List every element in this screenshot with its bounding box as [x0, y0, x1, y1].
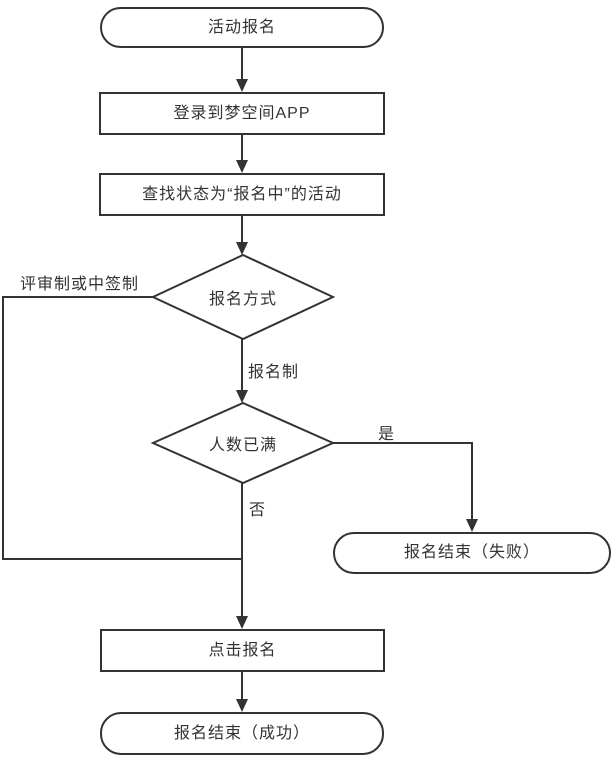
- node-full-label: 人数已满: [208, 437, 277, 454]
- node-find: 查找状态为“报名中”的活动: [99, 173, 385, 216]
- arrowhead-into-success: [236, 699, 248, 712]
- decision-full-shape: [150, 401, 336, 485]
- arrowhead-into-click: [236, 616, 248, 629]
- edge-label-no: 否: [249, 502, 267, 519]
- node-login: 登录到梦空间APP: [99, 92, 385, 135]
- edge-label-yes: 是: [378, 426, 396, 443]
- node-start: 活动报名: [100, 7, 384, 48]
- edge-method-click: [2, 296, 242, 560]
- arrowhead-into-method: [236, 242, 248, 255]
- edge-full-fail: [333, 442, 473, 521]
- node-success: 报名结束（成功）: [100, 712, 384, 755]
- node-method-label: 报名方式: [208, 291, 277, 308]
- arrowhead-into-find: [236, 160, 248, 173]
- node-fail: 报名结束（失败）: [333, 532, 611, 574]
- arrowhead-into-fail: [466, 519, 478, 532]
- arrowhead-into-full: [236, 390, 248, 403]
- node-click: 点击报名: [100, 629, 385, 672]
- decision-method-shape: [150, 253, 336, 341]
- edge-label-review-or-lottery: 评审制或中签制: [20, 276, 140, 293]
- arrowhead-into-login: [236, 79, 248, 92]
- edge-label-register-mode: 报名制: [248, 364, 300, 381]
